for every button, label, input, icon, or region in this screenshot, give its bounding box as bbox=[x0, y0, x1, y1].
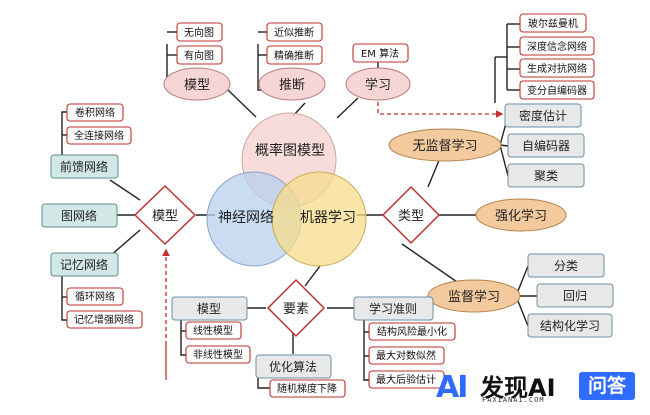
leaf-autoencoder: 自编码器 bbox=[507, 133, 585, 158]
svg-text:记忆网络: 记忆网络 bbox=[60, 257, 108, 272]
node-reinforcement-learning: 强化学习 bbox=[475, 198, 567, 232]
label-neural-network: 神经网络 bbox=[218, 210, 274, 226]
node-feedforward-network: 前馈网络 bbox=[50, 154, 119, 179]
svg-text:回归: 回归 bbox=[563, 289, 587, 303]
leaf-max-log-likelihood: 最大对数似然 bbox=[368, 346, 445, 365]
leaf-sgd: 随机梯度下降 bbox=[269, 379, 346, 398]
svg-text:图网络: 图网络 bbox=[61, 208, 97, 223]
leaf-exact-inference: 精确推断 bbox=[266, 45, 323, 65]
svg-text:模型: 模型 bbox=[197, 302, 221, 316]
svg-text:密度估计: 密度估计 bbox=[519, 108, 567, 123]
bottom-hub-elements: 要素 bbox=[266, 278, 326, 338]
label-probabilistic-graphical-model: 概率图模型 bbox=[255, 142, 325, 159]
svg-text:结构化学习: 结构化学习 bbox=[540, 318, 600, 333]
leaf-clustering: 聚类 bbox=[507, 163, 585, 188]
top-model-node: 模型 bbox=[163, 67, 231, 101]
svg-text:无监督学习: 无监督学习 bbox=[412, 138, 477, 154]
svg-text:记忆增强网络: 记忆增强网络 bbox=[74, 313, 134, 326]
leaf-vae: 变分自编码器 bbox=[519, 80, 595, 100]
node-learning-criterion: 学习准则 bbox=[353, 296, 434, 321]
leaf-structured-learning: 结构化学习 bbox=[527, 313, 613, 338]
svg-text:变分自编码器: 变分自编码器 bbox=[527, 84, 587, 97]
leaf-structural-risk-min: 结构风险最小化 bbox=[368, 322, 456, 341]
leaf-nonlinear-model: 非线性模型 bbox=[185, 345, 251, 364]
svg-text:EM 算法: EM 算法 bbox=[361, 47, 399, 60]
svg-text:循环网络: 循环网络 bbox=[75, 290, 115, 303]
top-learning-node: 学习 bbox=[345, 67, 411, 101]
svg-text:生成对抗网络: 生成对抗网络 bbox=[527, 62, 587, 75]
svg-text:全连接网络: 全连接网络 bbox=[74, 129, 124, 142]
svg-text:强化学习: 强化学习 bbox=[495, 208, 547, 224]
leaf-fully-connected-network: 全连接网络 bbox=[66, 126, 132, 145]
top-inference-node: 推断 bbox=[258, 67, 326, 101]
svg-text:近似推断: 近似推断 bbox=[274, 26, 314, 39]
right-hub-type: 类型 bbox=[381, 185, 441, 245]
node-graph-network: 图网络 bbox=[41, 203, 118, 228]
leaf-convolutional-network: 卷积网络 bbox=[66, 103, 124, 122]
leaf-recurrent-network: 循环网络 bbox=[66, 287, 124, 306]
label-machine-learning: 机器学习 bbox=[300, 210, 356, 226]
node-supervised-learning: 监督学习 bbox=[427, 279, 521, 313]
leaf-undirected-graph: 无向图 bbox=[176, 22, 223, 42]
svg-text:优化算法: 优化算法 bbox=[269, 359, 317, 374]
watermark-logo: AI 发现AI FAXIANAI.COM 问答 bbox=[436, 368, 636, 406]
watermark-domain: FAXIANAI.COM bbox=[482, 396, 545, 404]
watermark-ai-mark: AI bbox=[436, 370, 468, 405]
svg-text:要素: 要素 bbox=[283, 302, 309, 317]
svg-text:最大后验估计: 最大后验估计 bbox=[376, 373, 436, 386]
svg-text:精确推断: 精确推断 bbox=[274, 49, 314, 62]
left-hub-model: 模型 bbox=[133, 184, 197, 246]
svg-text:监督学习: 监督学习 bbox=[448, 289, 500, 305]
svg-text:聚类: 聚类 bbox=[534, 169, 558, 183]
svg-text:类型: 类型 bbox=[398, 209, 424, 224]
svg-text:卷积网络: 卷积网络 bbox=[75, 106, 115, 119]
svg-text:学习准则: 学习准则 bbox=[369, 301, 417, 316]
leaf-em-algorithm: EM 算法 bbox=[352, 43, 409, 63]
leaf-density-estimation: 密度估计 bbox=[504, 103, 582, 128]
leaf-gan: 生成对抗网络 bbox=[519, 58, 595, 78]
svg-text:无向图: 无向图 bbox=[184, 26, 214, 39]
leaf-linear-model: 线性模型 bbox=[185, 321, 242, 340]
svg-text:深度信念网络: 深度信念网络 bbox=[527, 40, 587, 53]
leaf-classification: 分类 bbox=[527, 253, 605, 278]
leaf-regression: 回归 bbox=[536, 283, 614, 308]
svg-text:非线性模型: 非线性模型 bbox=[193, 348, 243, 361]
top-model-label: 模型 bbox=[184, 78, 210, 93]
top-inference-label: 推断 bbox=[279, 78, 305, 93]
watermark-brand-name: 发现AI bbox=[480, 374, 556, 402]
dashed-arrow-generative bbox=[377, 95, 504, 118]
svg-text:线性模型: 线性模型 bbox=[193, 324, 233, 337]
node-optimization-algorithm: 优化算法 bbox=[255, 354, 332, 379]
leaf-directed-graph: 有向图 bbox=[176, 45, 223, 65]
svg-text:玻尔兹曼机: 玻尔兹曼机 bbox=[528, 17, 578, 30]
leaf-boltzmann-machine: 玻尔兹曼机 bbox=[519, 13, 587, 33]
svg-text:前馈网络: 前馈网络 bbox=[60, 159, 108, 174]
svg-text:分类: 分类 bbox=[554, 259, 578, 273]
svg-text:有向图: 有向图 bbox=[184, 49, 214, 62]
svg-text:结构风险最小化: 结构风险最小化 bbox=[377, 325, 447, 338]
leaf-deep-belief-network: 深度信念网络 bbox=[519, 36, 595, 56]
node-memory-network: 记忆网络 bbox=[50, 252, 119, 277]
svg-text:自编码器: 自编码器 bbox=[522, 138, 570, 153]
circle-machine-learning bbox=[271, 171, 367, 267]
svg-text:随机梯度下降: 随机梯度下降 bbox=[277, 382, 337, 395]
venn-diagram: 概率图模型 神经网络 机器学习 bbox=[206, 112, 367, 267]
svg-text:模型: 模型 bbox=[152, 209, 178, 224]
leaf-max-a-posteriori: 最大后验估计 bbox=[368, 370, 445, 389]
node-bottom-model: 模型 bbox=[171, 296, 248, 321]
watermark-qa-badge: 问答 bbox=[579, 372, 635, 400]
svg-text:最大对数似然: 最大对数似然 bbox=[376, 349, 436, 362]
node-unsupervised-learning: 无监督学习 bbox=[388, 128, 502, 162]
leaf-approximate-inference: 近似推断 bbox=[266, 22, 323, 42]
leaf-memory-augmented-network: 记忆增强网络 bbox=[66, 310, 143, 329]
top-learning-label: 学习 bbox=[365, 77, 391, 93]
